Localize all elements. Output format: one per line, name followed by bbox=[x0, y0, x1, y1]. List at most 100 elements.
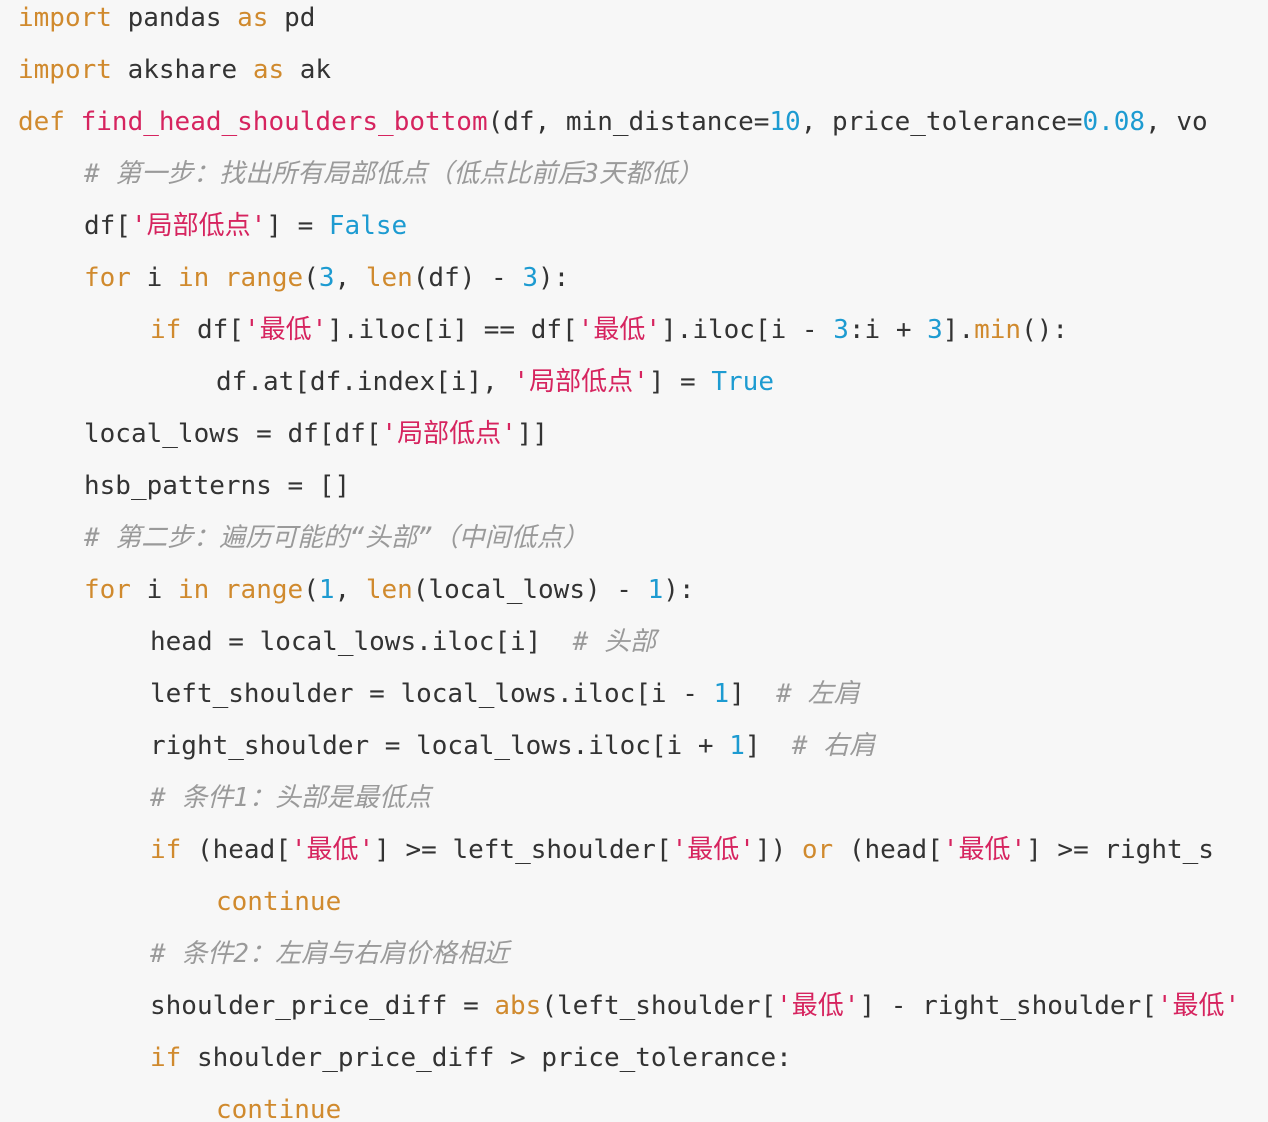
code-token: 3 bbox=[318, 263, 335, 293]
code-line: for i in range(3, len(df) - 3): bbox=[84, 252, 569, 304]
code-token: in bbox=[177, 575, 210, 605]
code-token: for bbox=[84, 575, 131, 605]
code-line: import akshare as ak bbox=[18, 44, 331, 96]
code-token: , price_tolerance= bbox=[800, 107, 1083, 137]
code-token: akshare bbox=[111, 55, 253, 85]
code-line: df.at[df.index[i], '局部低点'] = True bbox=[216, 356, 774, 408]
code-token bbox=[209, 575, 225, 605]
code-line: if (head['最低'] >= left_shoulder['最低']) o… bbox=[150, 824, 1214, 876]
code-token: df.at[df.index[i], bbox=[216, 367, 514, 397]
code-token: as bbox=[237, 3, 269, 33]
code-token: (left_shoulder[ bbox=[541, 991, 777, 1021]
code-token: if bbox=[150, 315, 182, 345]
code-line: def find_head_shoulders_bottom(df, min_d… bbox=[18, 96, 1208, 148]
code-token: ( bbox=[303, 263, 319, 293]
code-token: i bbox=[130, 263, 178, 293]
code-token: ] >= right_s bbox=[1026, 835, 1214, 865]
code-token: ( bbox=[303, 575, 319, 605]
code-line: right_shoulder = local_lows.iloc[i + 1] … bbox=[150, 720, 875, 772]
code-token: # 左肩 bbox=[776, 679, 860, 709]
code-token: ].iloc[i] == df[ bbox=[327, 315, 578, 345]
code-line: # 条件1：头部是最低点 bbox=[150, 772, 431, 824]
code-token: 0.08 bbox=[1082, 107, 1146, 137]
code-token: '局部低点' bbox=[130, 211, 267, 241]
code-token: (df, min_distance= bbox=[487, 107, 770, 137]
code-token: min bbox=[974, 315, 1022, 345]
code-line: for i in range(1, len(local_lows) - 1): bbox=[84, 564, 695, 616]
code-line: if df['最低'].iloc[i] == df['最低'].iloc[i -… bbox=[150, 304, 1068, 356]
code-token: '最低' bbox=[290, 835, 375, 865]
code-line: continue bbox=[216, 1084, 341, 1122]
code-token: , bbox=[334, 263, 366, 293]
code-line: head = local_lows.iloc[i] # 头部 bbox=[150, 616, 656, 668]
code-token: '最低' bbox=[671, 835, 755, 865]
code-token: left_shoulder = local_lows.iloc[i - bbox=[150, 679, 714, 709]
code-token: pandas bbox=[111, 3, 238, 33]
code-token: '最低' bbox=[776, 991, 860, 1021]
code-token: (df) - bbox=[412, 263, 523, 293]
code-line: # 条件2：左肩与右肩价格相近 bbox=[150, 928, 509, 980]
code-token: 3 bbox=[522, 263, 539, 293]
code-line: df['局部低点'] = False bbox=[84, 200, 407, 252]
code-token: if bbox=[150, 1043, 182, 1073]
code-token: ): bbox=[538, 263, 570, 293]
code-token bbox=[209, 263, 225, 293]
code-token: '最低' bbox=[577, 315, 662, 345]
code-token: len bbox=[365, 263, 413, 293]
code-token: 10 bbox=[769, 107, 801, 137]
code-token: i bbox=[130, 575, 178, 605]
code-line: local_lows = df[df['局部低点']] bbox=[84, 408, 548, 460]
code-token: range bbox=[224, 263, 304, 293]
code-token: in bbox=[177, 263, 210, 293]
code-token: import bbox=[18, 3, 112, 33]
code-token: '局部低点' bbox=[513, 367, 649, 397]
code-token: 1 bbox=[647, 575, 664, 605]
code-line: shoulder_price_diff = abs(left_shoulder[… bbox=[150, 980, 1240, 1032]
code-token: for bbox=[84, 263, 131, 293]
code-token: (): bbox=[1021, 315, 1069, 345]
code-token: continue bbox=[216, 887, 342, 917]
code-token: 3 bbox=[833, 315, 849, 345]
code-token: right_shoulder = local_lows.iloc[i + bbox=[150, 731, 730, 761]
code-token: ] bbox=[744, 731, 792, 761]
code-token: '局部低点' bbox=[381, 419, 517, 449]
code-token: # 头部 bbox=[572, 627, 656, 657]
code-token: # 条件2：左肩与右肩价格相近 bbox=[150, 939, 509, 969]
code-token: hsb_patterns = [] bbox=[84, 471, 351, 501]
code-token: # 第二步：遍历可能的“头部”（中间低点） bbox=[84, 523, 589, 553]
code-token: abs bbox=[494, 991, 542, 1021]
code-token: (head[ bbox=[833, 835, 943, 865]
code-token: or bbox=[801, 835, 834, 865]
code-token: range bbox=[224, 575, 304, 605]
code-token: ] - right_shoulder[ bbox=[859, 991, 1157, 1021]
code-token: 3 bbox=[927, 315, 943, 345]
code-token: # 第一步：找出所有局部低点（低点比前后3天都低） bbox=[84, 159, 703, 189]
code-token: continue bbox=[216, 1095, 342, 1122]
code-token: '最低' bbox=[243, 315, 328, 345]
code-token bbox=[65, 107, 81, 137]
code-line: hsb_patterns = [] bbox=[84, 460, 350, 512]
code-token: ] = bbox=[266, 211, 329, 241]
code-token: pd bbox=[268, 3, 316, 33]
code-token: shoulder_price_diff > price_tolerance: bbox=[181, 1043, 792, 1073]
code-token: find_head_shoulders_bottom bbox=[80, 107, 488, 137]
code-line: if shoulder_price_diff > price_tolerance… bbox=[150, 1032, 792, 1084]
code-token: # 右肩 bbox=[791, 731, 876, 761]
code-token: 1 bbox=[713, 679, 730, 709]
code-token: '最低' bbox=[942, 835, 1027, 865]
code-token: ] >= left_shoulder[ bbox=[374, 835, 672, 865]
code-token: ]. bbox=[942, 315, 975, 345]
code-token: head = local_lows.iloc[i] bbox=[150, 627, 573, 657]
code-line: # 第二步：遍历可能的“头部”（中间低点） bbox=[84, 512, 589, 564]
code-token: df[ bbox=[84, 211, 131, 241]
code-token: as bbox=[252, 55, 285, 85]
code-token: (local_lows) - bbox=[412, 575, 648, 605]
code-token: ): bbox=[663, 575, 695, 605]
code-token: , bbox=[334, 575, 366, 605]
code-token: ] bbox=[729, 679, 777, 709]
code-line: # 第一步：找出所有局部低点（低点比前后3天都低） bbox=[84, 148, 703, 200]
code-token: True bbox=[711, 367, 774, 397]
code-token: 1 bbox=[318, 575, 335, 605]
code-token: ak bbox=[284, 55, 332, 85]
